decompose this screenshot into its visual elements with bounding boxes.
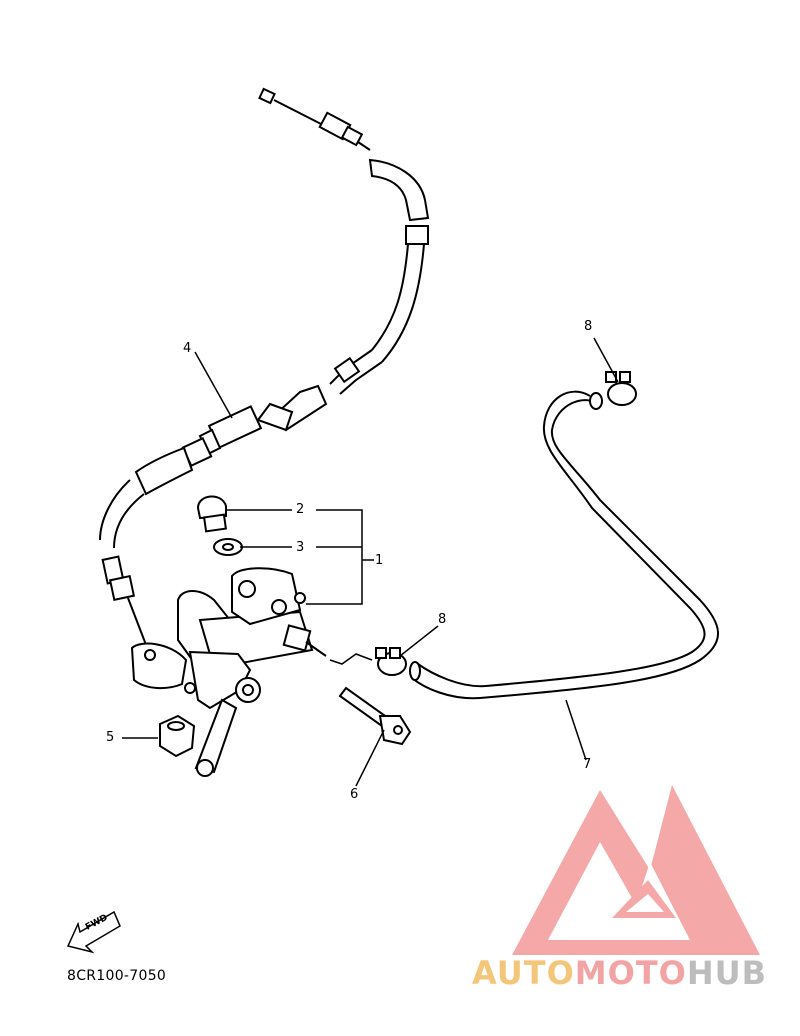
watermark-moto: MOTO	[574, 954, 687, 992]
watermark-auto: AUTO	[472, 954, 575, 992]
part-code: 8CR100-7050	[67, 968, 167, 984]
nut-part-5	[159, 714, 196, 758]
callout-7: 7	[583, 757, 592, 772]
connection-line	[329, 653, 373, 665]
callout-6: 6	[350, 787, 359, 802]
bolt-part-6	[338, 686, 412, 746]
callout-8-lower: 8	[438, 612, 447, 627]
watermark-logo-icon	[512, 785, 760, 955]
oil-pump-assembly	[130, 567, 327, 777]
callout-2: 2	[296, 502, 305, 517]
throttle-cable	[99, 87, 430, 651]
callout-8-upper: 8	[584, 319, 593, 334]
fwd-arrow-icon	[66, 910, 121, 954]
callout-4: 4	[183, 341, 192, 356]
leader-lines	[122, 337, 619, 787]
callout-3: 3	[296, 540, 305, 555]
watermark-hub: HUB	[686, 954, 768, 992]
callout-5: 5	[106, 730, 115, 745]
hose-clamp-lower	[375, 647, 407, 676]
hose-clamp-upper	[605, 371, 637, 406]
callout-1: 1	[375, 553, 384, 568]
washer-part-3	[213, 538, 243, 556]
bolt-part-2	[196, 495, 228, 533]
watermark-text: AUTOMOTOHUB	[472, 954, 767, 992]
oil-hose-part-7	[409, 390, 719, 700]
